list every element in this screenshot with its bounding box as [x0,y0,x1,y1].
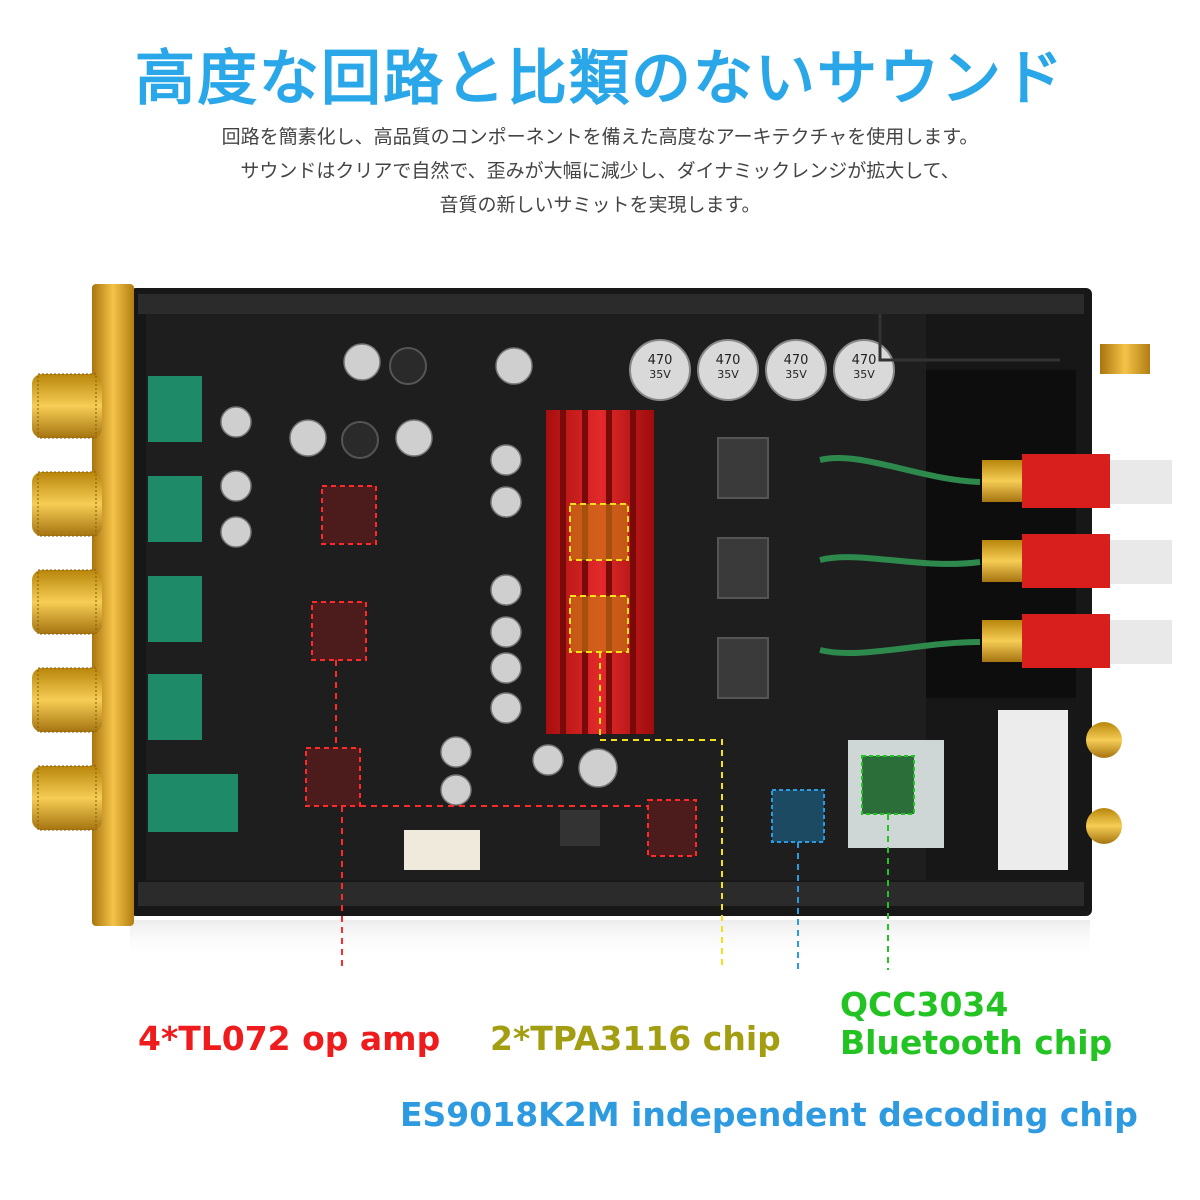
description-line-1: 回路を簡素化し、高品質のコンポーネントを備えた高度なアーキテクチャを使用します。 [221,126,979,148]
big-capacitor: 470 35V [765,339,827,401]
small-capacitors [220,343,618,806]
tl072-box [305,747,361,807]
callout-qcc3034-line1: QCC3034 [840,985,1009,1024]
tpa3116-box [569,503,629,561]
tl072-box [311,601,367,661]
big-capacitor: 470 35V [629,339,691,401]
binding-post [982,614,1172,668]
svg-text:35V: 35V [853,368,875,381]
relay [404,830,480,870]
rca-inputs [998,710,1122,870]
regulator [560,810,600,846]
svg-text:35V: 35V [785,368,807,381]
callout-tl072: 4*TL072 op amp [138,1019,441,1058]
knob [32,667,102,733]
callout-qcc3034-line2: Bluetooth chip [840,1023,1113,1062]
amplifier-board-photo: 470 35V 470 35V 470 35V 470 35V [32,284,1172,970]
big-capacitor: 470 35V [833,339,895,401]
potentiometer [148,576,202,642]
description: 回路を簡素化し、高品質のコンポーネントを備えた高度なアーキテクチャを使用します。… [0,120,1200,222]
potentiometer-group [148,376,238,832]
es9018-chip [771,789,825,843]
svg-text:470: 470 [784,353,809,368]
board-reflection [130,920,1090,960]
tpa3116-highlights [569,503,629,653]
binding-post [982,534,1172,588]
svg-text:470: 470 [648,353,673,368]
knob [32,765,102,831]
tpa3116-box [569,595,629,653]
potentiometer [148,476,202,542]
svg-text:470: 470 [852,353,877,368]
inductors [341,347,769,699]
knob [32,471,102,537]
binding-posts [982,454,1172,668]
callout-es9018: ES9018K2M independent decoding chip [400,1095,1138,1134]
callout-qcc3034: QCC3034 Bluetooth chip [840,986,1112,1062]
speaker-wires [819,454,981,657]
description-line-2: サウンドはクリアで自然で、歪みが大幅に減少し、ダイナミックレンジが拡大して、 [240,160,960,182]
callout-tpa3116: 2*TPA3116 chip [490,1019,781,1058]
binding-post [982,454,1172,508]
svg-text:470: 470 [716,353,741,368]
potentiometer [148,674,202,740]
leader-lines [335,652,889,970]
tpa3116-leader [599,652,723,970]
potentiometer [148,376,202,442]
big-capacitor: 470 35V [697,339,759,401]
tl072-leader-connect [335,660,648,807]
pcb [146,314,926,880]
knob-group [32,373,102,831]
tl072-highlights [305,485,697,857]
antenna-connector [1100,344,1150,374]
knob [32,373,102,439]
headline: 高度な回路と比類のないサウンド [135,44,1065,114]
description-line-3: 音質の新しいサミットを実現します。 [439,194,761,216]
tl072-box [647,799,697,857]
svg-text:35V: 35V [717,368,739,381]
capacitor-row: 470 35V 470 35V 470 35V 470 35V [629,339,895,401]
gold-front-panel [92,284,134,926]
knob [32,569,102,635]
tl072-box [321,485,377,545]
svg-text:35V: 35V [649,368,671,381]
potentiometer [148,774,238,832]
qcc3034-module [848,740,944,848]
